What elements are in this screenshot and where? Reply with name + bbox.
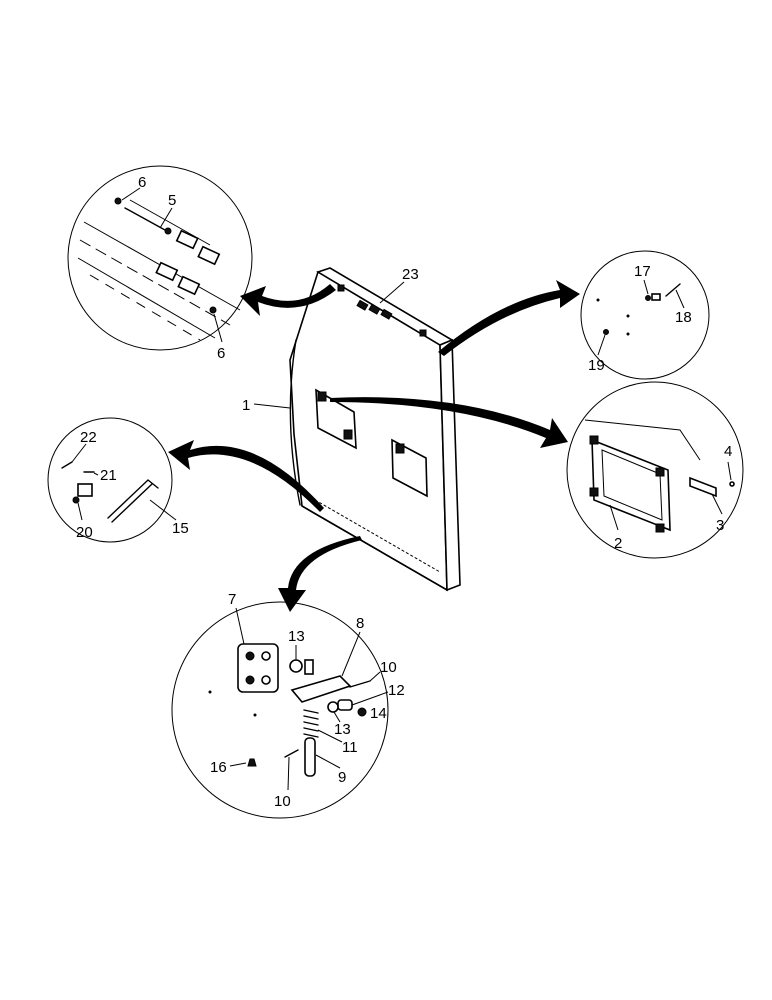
label-10-right: 10	[380, 659, 397, 676]
label-1: 1	[242, 397, 250, 414]
leader-lines	[71, 187, 732, 791]
label-2: 2	[614, 535, 622, 552]
label-12: 12	[388, 682, 405, 699]
callout-arrows	[168, 280, 580, 612]
detail-circle-top-left	[67, 165, 253, 351]
detail-circle-bottom	[171, 601, 389, 819]
label-22: 22	[80, 429, 97, 446]
label-11: 11	[342, 739, 358, 756]
label-14: 14	[370, 705, 387, 722]
label-21: 21	[100, 467, 117, 484]
label-8: 8	[356, 615, 364, 632]
label-4: 4	[724, 443, 732, 460]
label-17: 17	[634, 263, 651, 280]
label-20: 20	[76, 524, 93, 541]
label-7: 7	[228, 591, 236, 608]
label-6-top: 6	[138, 174, 146, 191]
label-3: 3	[716, 517, 724, 534]
label-19: 19	[588, 357, 605, 374]
detail-circle-right	[566, 381, 744, 559]
label-5: 5	[168, 192, 176, 209]
label-10-bottom: 10	[274, 793, 291, 810]
label-16: 16	[210, 759, 227, 776]
label-23: 23	[402, 266, 419, 283]
label-13-mid: 13	[334, 721, 351, 738]
label-9: 9	[338, 769, 346, 786]
label-18: 18	[675, 309, 692, 326]
part-labels: 1 2 3 4 5 6 6 7 8 9 10 10 11 12 13 13 14…	[76, 174, 732, 810]
label-6-bottom: 6	[217, 345, 225, 362]
main-panel	[289, 267, 461, 592]
detail-circle-top-right	[580, 250, 710, 380]
detail-circle-left	[47, 417, 173, 543]
label-15: 15	[172, 520, 189, 537]
label-13-top: 13	[288, 628, 305, 645]
